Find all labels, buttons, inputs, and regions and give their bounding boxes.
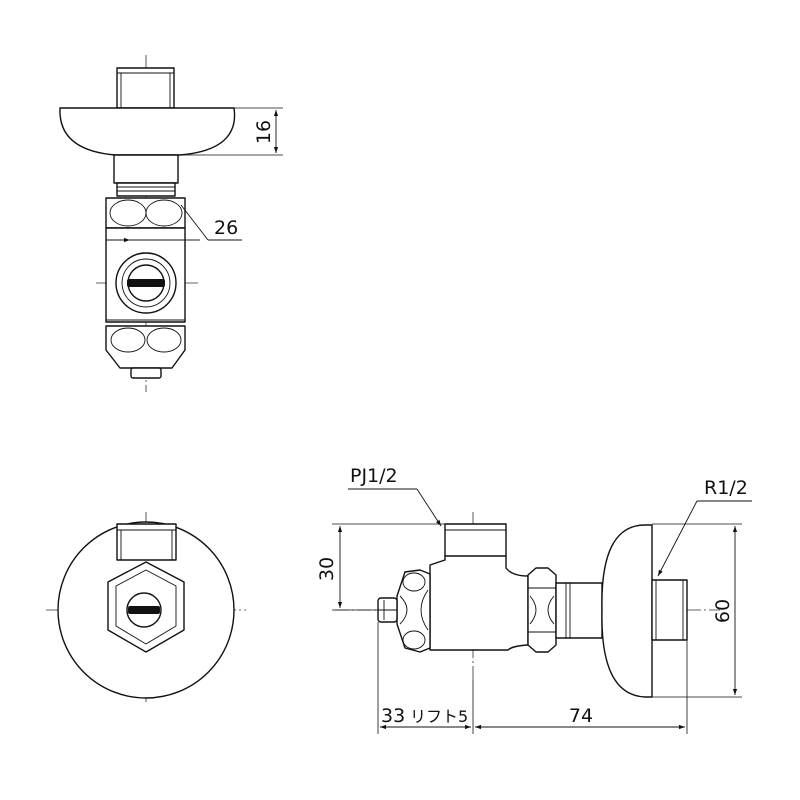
dimension-60-label: 60 bbox=[712, 599, 734, 623]
dimension-33-label: 33 bbox=[381, 705, 405, 727]
dimension-26-label: 26 bbox=[214, 217, 238, 239]
side-view: PJ1/2 R1/2 30 60 33 リフト5 74 bbox=[316, 465, 752, 734]
dimension-30-label: 30 bbox=[316, 557, 338, 581]
top-view-escutcheon bbox=[59, 107, 236, 156]
top-view-bottom-tip bbox=[130, 367, 162, 379]
side-view-outlet-thread bbox=[444, 523, 507, 557]
side-view-inlet-thread bbox=[651, 579, 688, 641]
top-view: 16 26 bbox=[59, 55, 283, 392]
side-view-handle-bonnet bbox=[396, 569, 431, 653]
side-view-valve-body bbox=[429, 554, 529, 651]
dimension-16-label: 16 bbox=[253, 120, 275, 144]
side-view-connector-pipe bbox=[555, 582, 603, 639]
outlet-thread-label: PJ1/2 bbox=[350, 465, 398, 487]
top-view-neck bbox=[113, 154, 179, 184]
side-view-union-nut bbox=[527, 567, 557, 653]
side-view-escutcheon bbox=[601, 524, 653, 698]
dimension-74-label: 74 bbox=[569, 705, 593, 727]
top-view-spindle-slot bbox=[127, 279, 165, 287]
end-view bbox=[46, 512, 246, 705]
dimension-lift-label: リフト5 bbox=[410, 707, 468, 726]
inlet-thread-leader bbox=[657, 500, 698, 577]
end-view-outlet-stub bbox=[116, 523, 177, 561]
top-view-bottom-nut bbox=[105, 325, 186, 369]
dimension-26-leader bbox=[180, 204, 209, 241]
inlet-thread-label: R1/2 bbox=[704, 477, 748, 499]
outlet-thread-leader bbox=[416, 488, 442, 527]
top-view-thread-stub bbox=[116, 67, 175, 109]
